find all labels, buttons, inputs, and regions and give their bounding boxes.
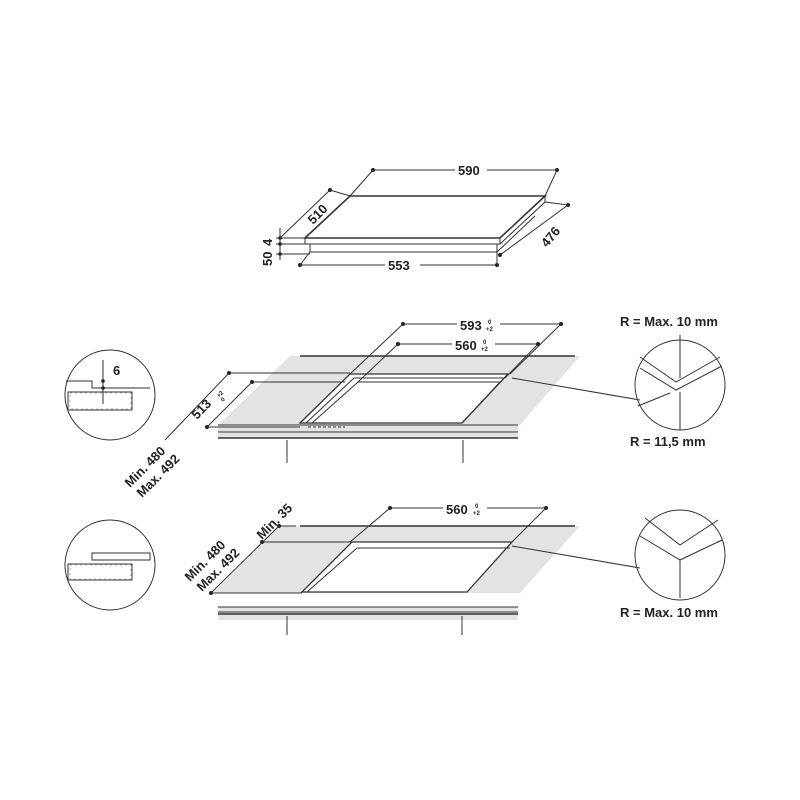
dim-inner-width-label: 560 <box>455 338 477 353</box>
corner-outer-radius-label: R = Max. 10 mm <box>620 314 718 329</box>
standard-mount-view: 560 0 +2 Min. 35 Min. 480 Max. 492 <box>64 500 726 635</box>
dim-hob-width-label: 590 <box>458 163 480 178</box>
dim-outer-depth-label: 513 <box>188 396 214 422</box>
dim-hob-height-label: 50 <box>260 252 275 266</box>
dim-outer-width: 593 0 +2 <box>349 318 563 375</box>
dim-hob-bottom-width: 553 <box>298 251 499 273</box>
dim-cutout-width-tol-lower: +2 <box>473 511 481 517</box>
mount-detail <box>64 519 156 611</box>
dim-rebate-depth-label: 6 <box>113 363 120 378</box>
hob-view: 590 510 4 50 553 <box>260 163 570 273</box>
cutout-opening <box>311 381 502 424</box>
hob-top-surface <box>302 195 548 239</box>
dim-hob-width: 590 <box>349 163 559 197</box>
dim-cutout-width-tol-upper: 0 <box>475 504 479 510</box>
hob-body <box>309 215 536 253</box>
corner-detail-flush: R = Max. 10 mm R = 11,5 mm <box>511 314 726 449</box>
corner-inner-radius-label: R = 11,5 mm <box>630 434 706 449</box>
dim-hob-top-thickness-label: 4 <box>260 238 275 246</box>
dim-hob-heights: 4 50 <box>260 228 310 266</box>
dim-cutout-width: 560 0 +2 <box>349 502 548 543</box>
dim-outer-width-label: 593 <box>460 318 482 333</box>
flush-mount-view: 593 0 +2 560 0 +2 513 +2 0 Min. <box>64 314 726 500</box>
dim-hob-depth-label: 510 <box>305 201 331 227</box>
corner-detail-standard: R = Max. 10 mm <box>511 509 726 620</box>
cutout-rebate <box>298 373 510 424</box>
dim-hob-bottom-depth-label: 476 <box>538 224 563 250</box>
dim-hob-depth: 510 <box>279 188 351 239</box>
dim-outer-width-tol-upper: 0 <box>488 320 492 326</box>
dim-outer-depth-tol-lower: 0 <box>220 396 227 403</box>
cutout-opening <box>300 541 514 593</box>
dim-outer-width-tol-lower: +2 <box>486 327 494 333</box>
dim-cutout-width-label: 560 <box>446 502 468 517</box>
dim-inner-width-tol-upper: 0 <box>483 340 487 346</box>
dim-inner-width: 560 0 +2 <box>357 338 540 383</box>
hob-edge <box>304 196 546 245</box>
dim-outer-depth-tol-upper: +2 <box>216 390 226 400</box>
dim-hob-bottom-width-label: 553 <box>388 258 410 273</box>
rebate-detail: 6 <box>64 349 156 441</box>
dim-inner-width-tol-lower: +2 <box>481 347 489 353</box>
corner-radius-label: R = Max. 10 mm <box>620 605 718 620</box>
